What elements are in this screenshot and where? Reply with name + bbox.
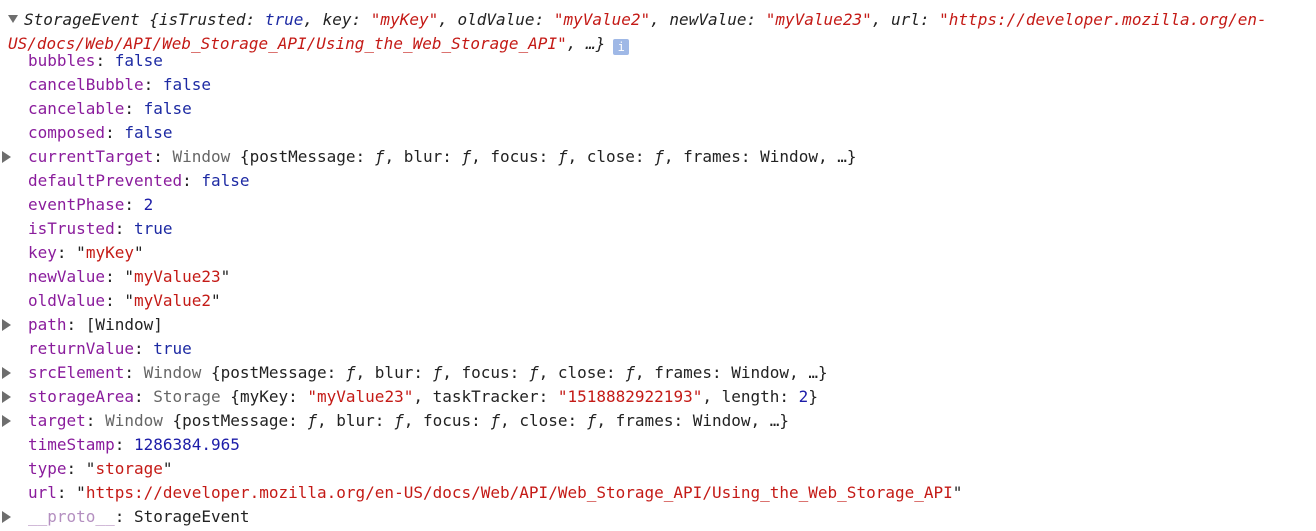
expand-triangle-icon[interactable] [2, 367, 11, 379]
prop-row-currentTarget[interactable]: currentTarget: Window {postMessage: ƒ, b… [2, 145, 962, 169]
prop-row-path[interactable]: path: [Window] [2, 313, 962, 337]
expand-triangle-icon[interactable] [2, 391, 11, 403]
prop-row-url: url: "https://developer.mozilla.org/en-U… [28, 483, 963, 502]
expand-triangle-icon[interactable] [2, 151, 11, 163]
prop-row-defaultPrevented: defaultPrevented: false [28, 171, 250, 190]
prop-row-composed: composed: false [28, 123, 173, 142]
prop-row-timeStamp: timeStamp: 1286384.965 [28, 435, 240, 454]
prop-row-cancelable: cancelable: false [28, 99, 192, 118]
prop-row-storageArea[interactable]: storageArea: Storage {myKey: "myValue23"… [2, 385, 962, 409]
info-icon[interactable]: i [613, 39, 630, 55]
prop-row-srcElement[interactable]: srcElement: Window {postMessage: ƒ, blur… [2, 361, 962, 385]
class-name: StorageEvent [24, 10, 140, 29]
prop-row-proto[interactable]: __proto__: StorageEvent [2, 505, 962, 529]
expand-triangle-icon[interactable] [2, 415, 11, 427]
prop-row-bubbles: bubbles: false [28, 51, 163, 70]
prop-row-oldValue: oldValue: "myValue2" [28, 291, 221, 310]
expand-triangle-icon[interactable] [2, 319, 11, 331]
prop-row-returnValue: returnValue: true [28, 339, 192, 358]
expand-arrow-icon[interactable] [8, 15, 18, 23]
prop-row-newValue: newValue: "myValue23" [28, 267, 231, 286]
prop-row-target[interactable]: target: Window {postMessage: ƒ, blur: ƒ,… [2, 409, 962, 433]
prop-row-isTrusted: isTrusted: true [28, 219, 173, 238]
prop-row-type: type: "storage" [28, 459, 173, 478]
storage-event-summary[interactable]: StorageEvent {isTrusted: true, key: "myK… [8, 10, 1267, 55]
prop-row-cancelBubble: cancelBubble: false [28, 75, 212, 94]
property-list: bubbles: false cancelBubble: false cance… [2, 49, 963, 529]
prop-row-eventPhase: eventPhase: 2 [28, 195, 154, 214]
prop-row-key: key: "myKey" [28, 243, 144, 262]
expand-triangle-icon[interactable] [2, 511, 11, 523]
